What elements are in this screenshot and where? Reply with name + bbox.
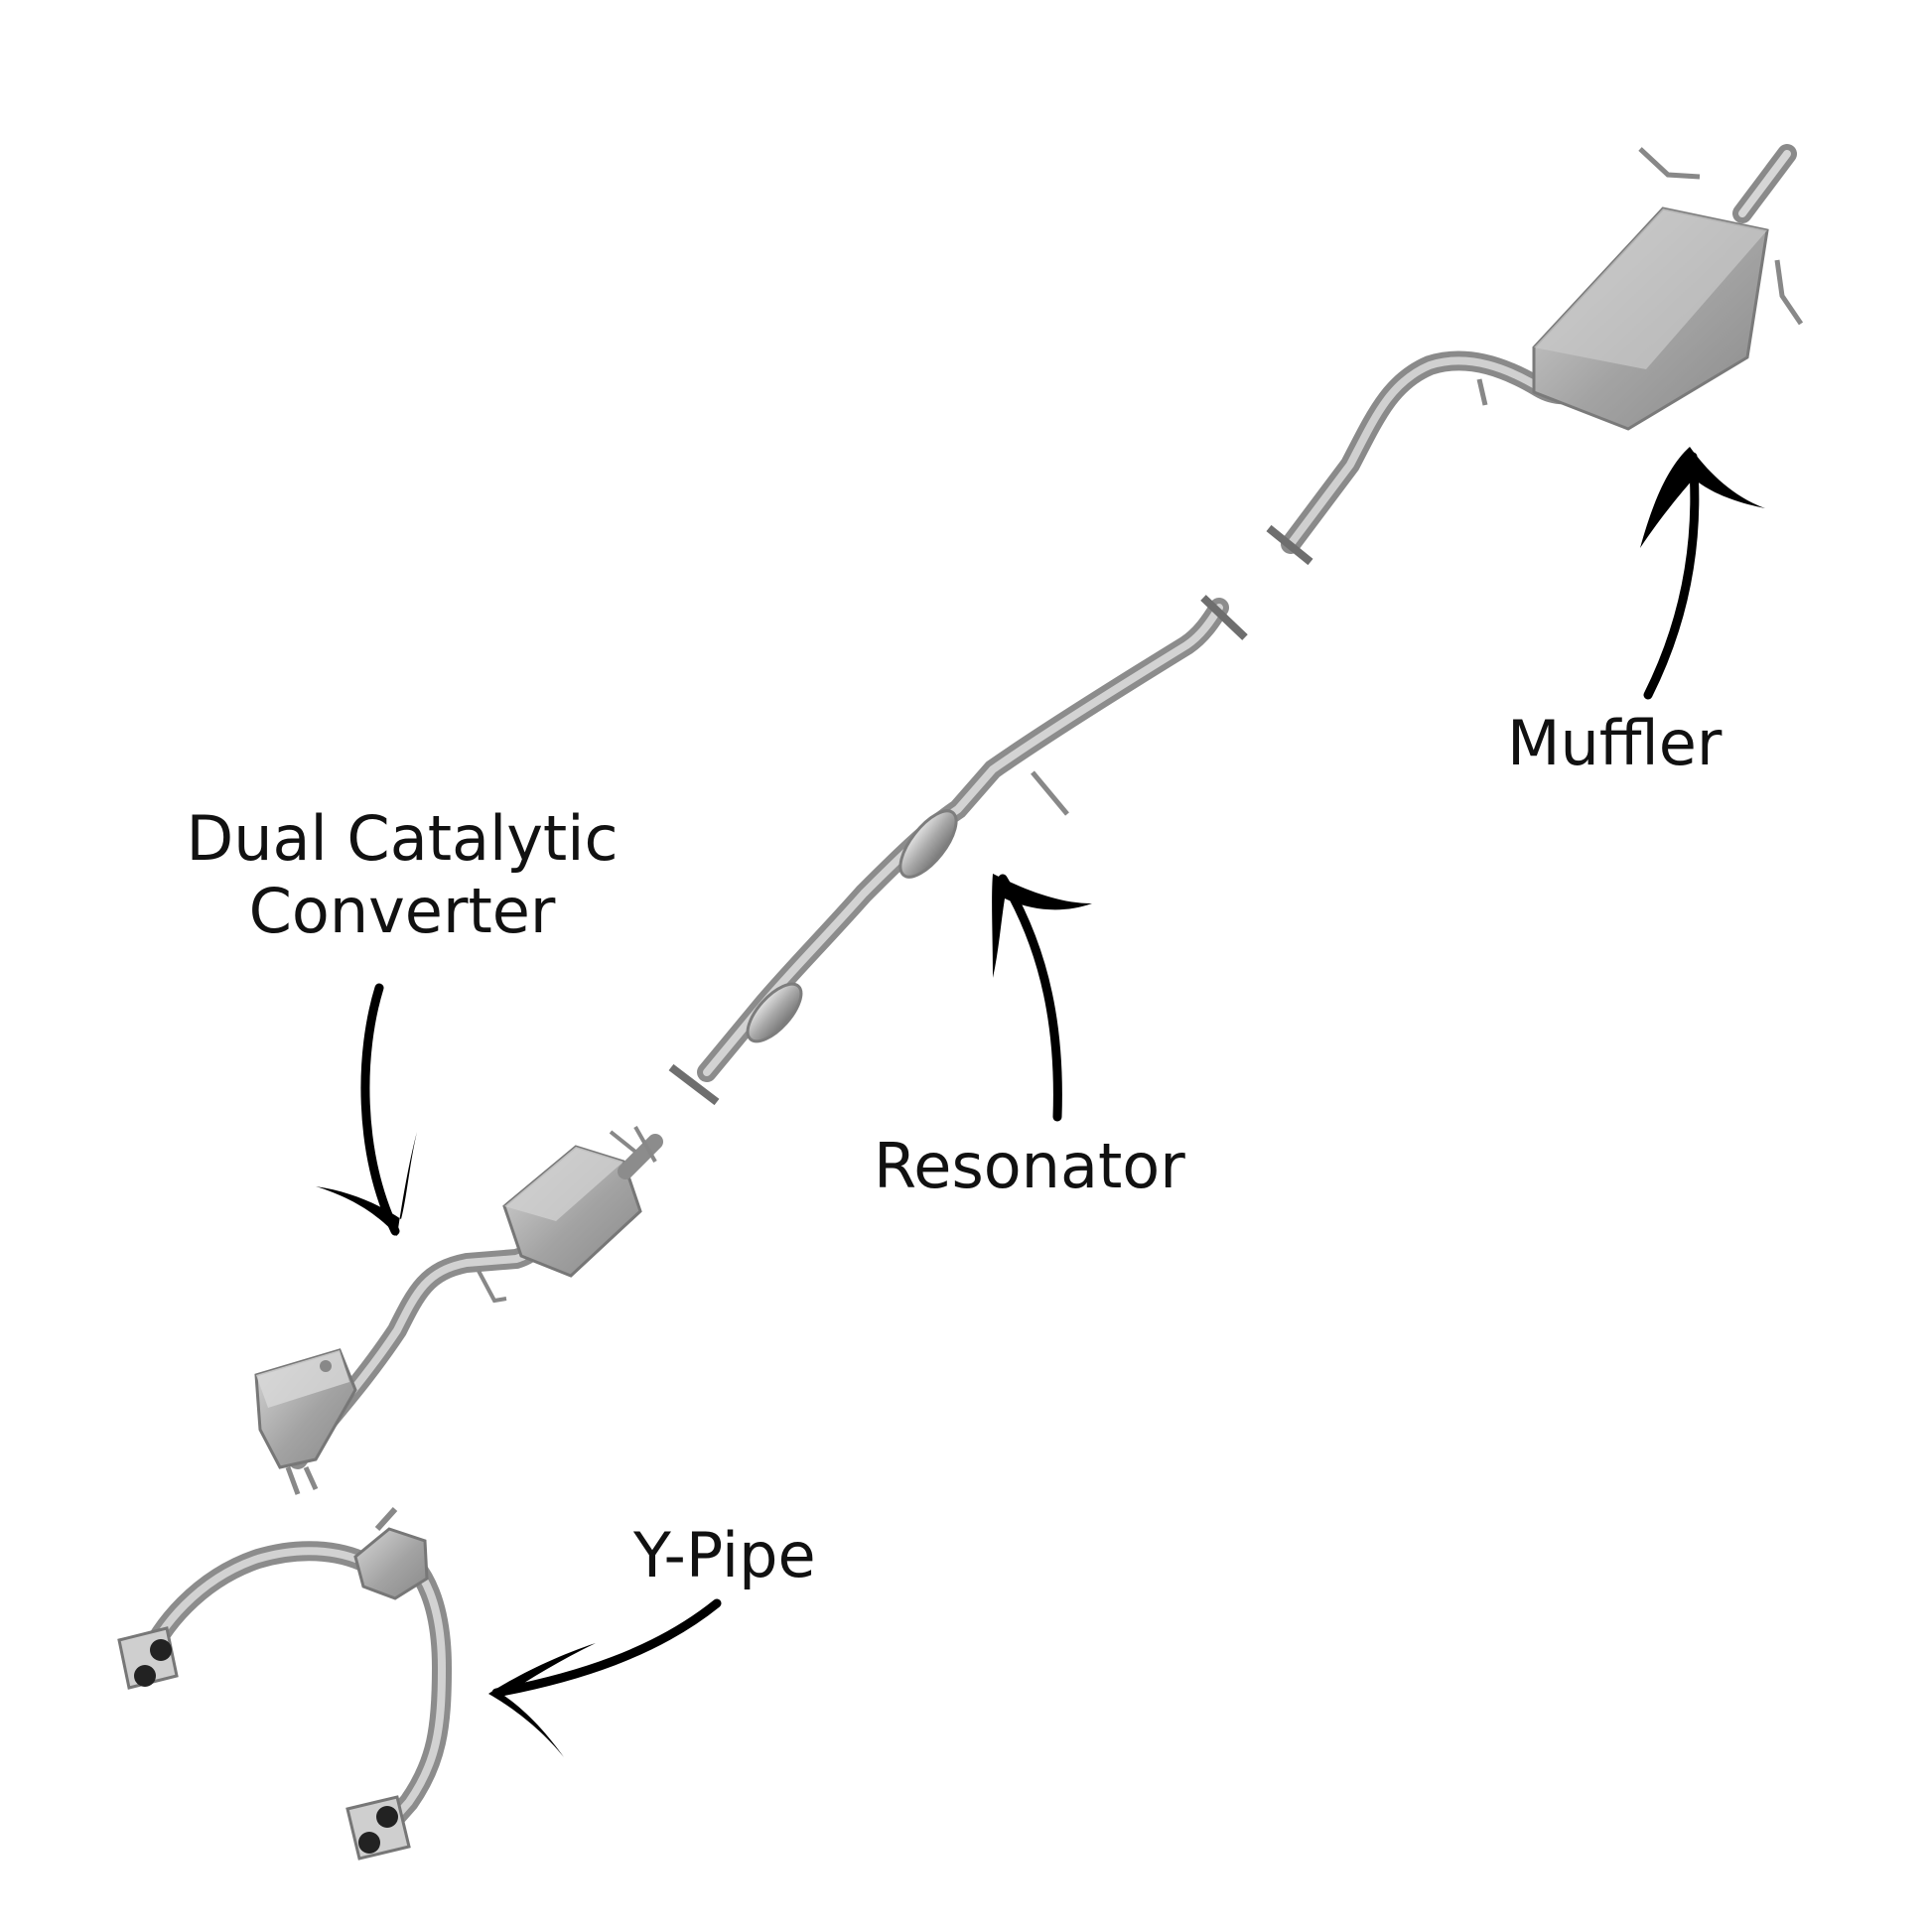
muffler-label: Muffler	[1507, 707, 1723, 779]
dual-catalytic-label-line2: Converter	[248, 875, 556, 948]
muffler-part	[1266, 144, 1804, 566]
y-pipe-arrow	[488, 1598, 722, 1757]
muffler-arrow	[1640, 447, 1765, 700]
dual-catalytic-label-line1: Dual Catalytic	[186, 802, 619, 875]
resonator-part	[668, 595, 1248, 1106]
dual-catalytic-converter-label: Dual Catalytic Converter	[159, 802, 645, 947]
resonator-arrow	[992, 874, 1092, 1122]
y-pipe-part	[117, 1506, 453, 1861]
dual-catalytic-converter-part	[254, 1126, 663, 1495]
y-pipe-label: Y-Pipe	[633, 1519, 816, 1591]
dual-catalytic-arrow	[316, 983, 417, 1236]
y-pipe-flange-bottom	[345, 1795, 411, 1861]
resonator-label: Resonator	[874, 1130, 1185, 1202]
y-pipe-flange-left	[117, 1626, 179, 1690]
